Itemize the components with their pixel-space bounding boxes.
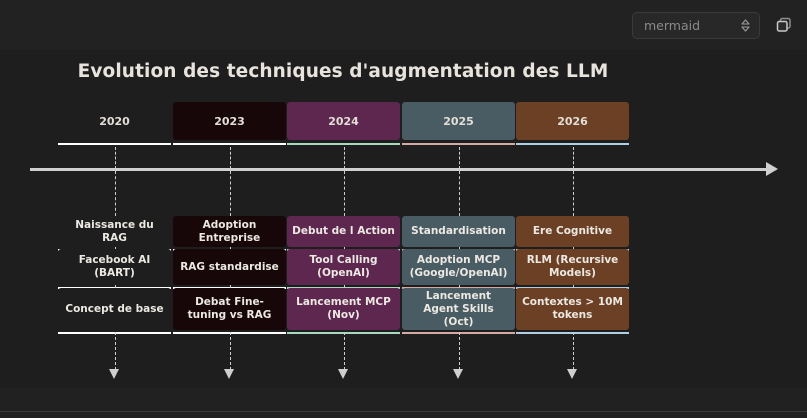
timeline-event-label: Adoption Entreprise — [198, 218, 261, 244]
diagram-canvas: Evolution des techniques d'augmentation … — [0, 50, 807, 388]
timeline-year-header[interactable]: 2024 — [287, 102, 400, 145]
connector-arrowhead-icon — [109, 369, 119, 379]
connector-arrowhead-icon — [338, 369, 348, 379]
copy-icon[interactable] — [773, 14, 795, 36]
connector-line — [572, 147, 574, 169]
year-header-underline — [287, 143, 400, 145]
timeline-year-header[interactable]: 2020 — [58, 102, 171, 145]
connector-line — [114, 285, 116, 288]
timeline-year-header[interactable]: 2025 — [402, 102, 515, 145]
timeline-event-label: Concept de base — [65, 302, 164, 315]
connector-arrowhead-icon — [224, 369, 234, 379]
connector-line — [572, 171, 574, 216]
timeline-event-box[interactable]: Debat Fine-tuning vs RAG — [173, 288, 286, 334]
language-select-value: mermaid — [644, 18, 701, 33]
connector-line — [229, 285, 231, 288]
connector-arrowhead-icon — [567, 369, 577, 379]
footer-strip — [0, 388, 807, 418]
connector-line — [458, 171, 460, 216]
timeline-event-label: Standardisation — [411, 225, 506, 237]
timeline-year-label: 2020 — [99, 114, 130, 128]
timeline-event-box[interactable]: Tool Calling (OpenAI) — [287, 249, 400, 289]
timeline-event-label: RAG standardise — [180, 260, 279, 273]
timeline-event-box[interactable]: Standardisation — [402, 216, 515, 251]
connector-line — [458, 332, 460, 370]
connector-line — [229, 247, 231, 249]
timeline-event-box[interactable]: RLM (Recursive Models) — [516, 249, 629, 289]
timeline-event-label: Naissance du RAG — [75, 218, 154, 244]
timeline-event-box[interactable]: Debut de l Action — [287, 216, 400, 251]
timeline-event-box[interactable]: Naissance du RAG — [58, 216, 171, 251]
connector-line — [114, 147, 116, 169]
connector-line — [458, 247, 460, 249]
timeline-year-label: 2025 — [443, 114, 474, 128]
chevron-updown-icon — [740, 19, 751, 32]
footer-divider — [0, 411, 807, 412]
timeline-event-box[interactable]: Adoption Entreprise — [173, 216, 286, 251]
connector-line — [572, 247, 574, 249]
timeline-event-label: Adoption MCP (Google/OpenAI) — [409, 254, 508, 279]
timeline-event-label: Debut de l Action — [292, 225, 395, 237]
connector-line — [343, 247, 345, 249]
timeline-event-label: Tool Calling (OpenAI) — [309, 254, 378, 279]
connector-line — [229, 147, 231, 169]
timeline-event-box[interactable]: Contextes > 10M tokens — [516, 288, 629, 334]
timeline-event-box[interactable]: Lancement MCP (Nov) — [287, 288, 400, 334]
connector-line — [114, 171, 116, 216]
timeline-year-header[interactable]: 2023 — [173, 102, 286, 145]
connector-line — [572, 332, 574, 370]
timeline-event-box[interactable]: Concept de base — [58, 288, 171, 334]
timeline-event-label: Facebook AI (BART) — [78, 254, 151, 279]
connector-line — [229, 171, 231, 216]
timeline-arrowhead-icon — [766, 162, 778, 176]
connector-line — [229, 332, 231, 370]
year-header-underline — [516, 143, 629, 145]
timeline-event-label: Lancement MCP (Nov) — [296, 296, 391, 321]
timeline-event-box[interactable]: Ere Cognitive — [516, 216, 629, 251]
timeline-event-box[interactable]: RAG standardise — [173, 249, 286, 289]
connector-line — [458, 147, 460, 169]
language-select[interactable]: mermaid — [632, 12, 760, 39]
connector-line — [114, 247, 116, 249]
timeline-event-label: Ere Cognitive — [532, 225, 613, 237]
timeline-event-label: Debat Fine-tuning vs RAG — [187, 296, 272, 321]
timeline-year-label: 2026 — [557, 114, 588, 128]
connector-line — [343, 285, 345, 288]
timeline-event-label: RLM (Recursive Models) — [526, 254, 619, 279]
timeline-axis — [30, 168, 770, 171]
connector-line — [572, 285, 574, 288]
timeline-event-box[interactable]: Facebook AI (BART) — [58, 249, 171, 289]
connector-line — [343, 171, 345, 216]
year-header-underline — [58, 143, 171, 145]
diagram-title: Evolution des techniques d'augmentation … — [77, 61, 609, 82]
connector-line — [458, 285, 460, 288]
connector-line — [114, 332, 116, 370]
connector-line — [343, 147, 345, 169]
timeline-event-label: Contextes > 10M tokens — [522, 296, 623, 321]
timeline-year-label: 2023 — [214, 114, 245, 128]
year-header-underline — [402, 143, 515, 145]
connector-arrowhead-icon — [453, 369, 463, 379]
timeline-event-label: Lancement Agent Skills (Oct) — [423, 289, 494, 328]
timeline-event-box[interactable]: Adoption MCP (Google/OpenAI) — [402, 249, 515, 289]
timeline-year-header[interactable]: 2026 — [516, 102, 629, 145]
timeline-event-box[interactable]: Lancement Agent Skills (Oct) — [402, 288, 515, 334]
top-toolbar: mermaid — [0, 0, 807, 50]
year-header-underline — [173, 143, 286, 145]
timeline-year-label: 2024 — [328, 114, 359, 128]
connector-line — [343, 332, 345, 370]
